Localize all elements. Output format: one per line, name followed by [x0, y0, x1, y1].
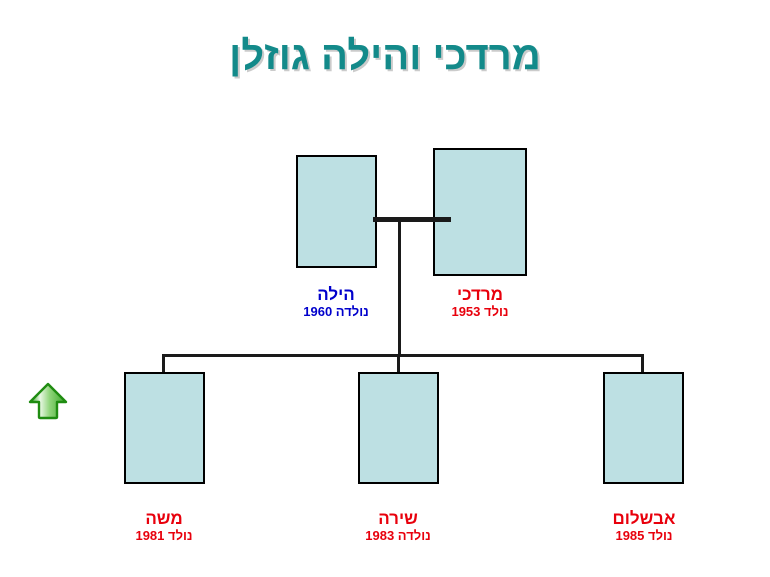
up-arrow-icon [28, 382, 68, 420]
person-born-child-2: נולדה 1983 [365, 528, 431, 544]
sibling-drop-child-1 [162, 354, 165, 373]
marriage-connector-horizontal [373, 217, 451, 222]
sibling-drop-child-3 [641, 354, 644, 373]
person-photo-child-2[interactable] [358, 372, 439, 484]
person-born-mother: נולדה 1960 [303, 304, 369, 320]
person-name-mother: הילה [317, 285, 355, 304]
up-navigation-button[interactable] [27, 381, 69, 421]
person-born-father: נולד 1953 [451, 304, 509, 320]
person-label-child-3: אבשלום נולד 1985 [589, 509, 699, 544]
person-photo-father[interactable] [433, 148, 527, 276]
person-born-child-1: נולד 1981 [135, 528, 193, 544]
sibling-connector-horizontal [162, 354, 644, 357]
person-label-mother: הילה נולדה 1960 [281, 285, 391, 320]
person-photo-mother[interactable] [296, 155, 377, 268]
person-label-child-1: משה נולד 1981 [109, 509, 219, 544]
page-title: מרדכי והילה גוזלן [229, 34, 541, 78]
person-name-child-3: אבשלום [612, 509, 676, 528]
person-name-child-2: שירה [378, 509, 418, 528]
marriage-connector-vertical [398, 220, 401, 357]
person-label-father: מרדכי נולד 1953 [425, 285, 535, 320]
person-photo-child-1[interactable] [124, 372, 205, 484]
person-photo-child-3[interactable] [603, 372, 684, 484]
person-label-child-2: שירה נולדה 1983 [343, 509, 453, 544]
person-name-child-1: משה [145, 509, 183, 528]
sibling-drop-child-2 [397, 354, 400, 373]
person-name-father: מרדכי [456, 285, 504, 304]
person-born-child-3: נולד 1985 [615, 528, 673, 544]
